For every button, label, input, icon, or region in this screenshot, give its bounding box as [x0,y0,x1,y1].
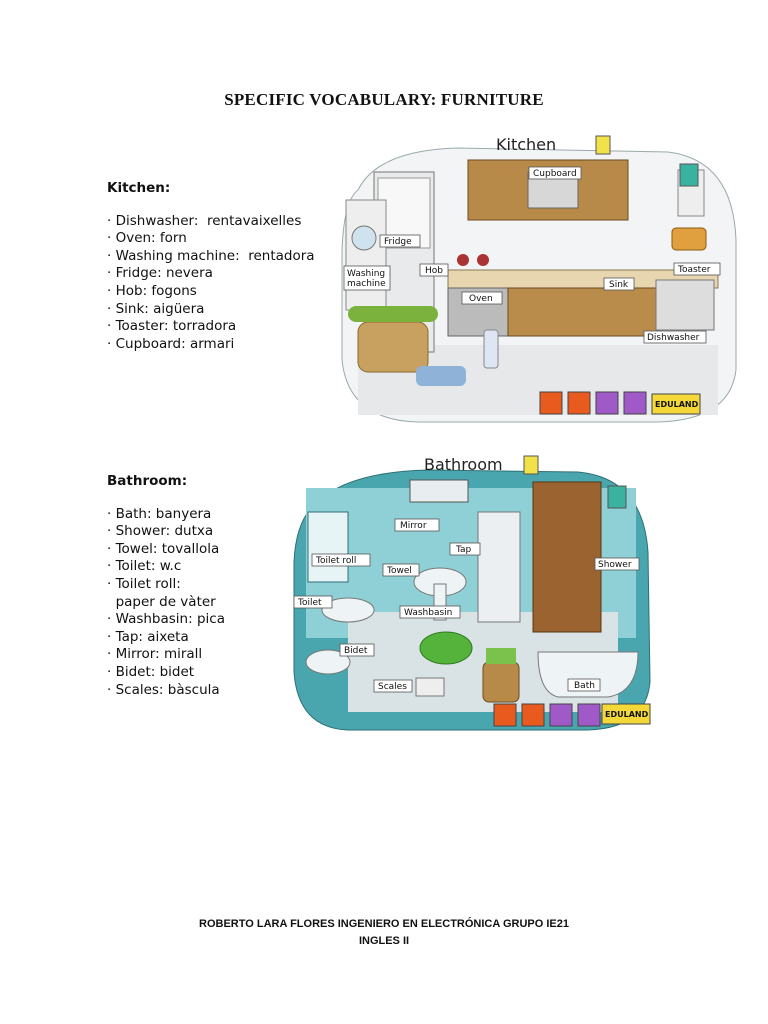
list-item: · Toaster: torradora [107,318,237,335]
kitchen-list: · Dishwasher: rentavaixelles · Oven: for… [107,213,315,354]
eduland-logo: EDULAND [655,400,699,409]
footer-course: INGLES II [358,935,410,947]
list-item: · Hob: fogons [107,282,197,299]
list-item: · Bath: banyera [107,505,212,522]
label-towel: Towel [386,566,412,576]
label-toilet: Toilet [297,598,322,608]
list-item: · Mirror: mirall [107,646,203,663]
list-item: · Towel: tovallola [107,540,220,557]
list-item: · Shower: dutxa [107,523,214,540]
label-washbasin: Washbasin [404,608,452,618]
eduland-logo: EDULAND [605,710,649,719]
magnifier-icon [623,391,647,415]
list-item: · Bidet: bidet [107,663,195,680]
label-bath: Bath [574,681,595,691]
tool-icon [567,391,591,415]
list-item: · Oven: forn [107,230,187,247]
label-washing-2: machine [347,279,386,289]
bathroom-caption: Bathroom [424,455,503,474]
footer-author: ROBERTO LARA FLORES INGENIERO EN ELECTRÓ… [199,918,569,930]
list-item: · Cupboard: armari [107,335,235,352]
kitchen-caption: Kitchen [496,135,556,154]
tool-icon [521,703,545,727]
label-dishwasher: Dishwasher [647,333,700,343]
bathroom-heading: Bathroom: [107,473,188,489]
label-bidet: Bidet [344,646,368,656]
label-scales: Scales [378,682,407,692]
label-toaster: Toaster [677,265,711,275]
label-mirror: Mirror [400,521,427,531]
label-tap: Tap [455,545,472,555]
label-sink: Sink [609,280,629,290]
list-item: · Scales: bàscula [107,681,220,698]
kitchen-vocabulary: Kitchen: · Dishwasher: rentavaixelles · … [107,180,315,353]
list-item: · Washbasin: pica [107,611,225,628]
pencil-icon [595,391,619,415]
label-toilet-roll: Toilet roll [315,556,356,566]
list-item: · Sink: aigüera [107,300,205,317]
bathroom-vocabulary: Bathroom: · Bath: banyera · Shower: dutx… [107,473,225,699]
kitchen-illustration: Kitchen Cupboard Fridge Washing machine … [341,135,737,423]
label-cupboard: Cupboard [533,169,577,179]
page-title: SPECIFIC VOCABULARY: FURNITURE [224,90,544,109]
pencil-icon [549,703,573,727]
bathroom-illustration: Bathroom Mirror Tap Toilet roll Towel Sh… [293,455,651,731]
bathroom-list: · Bath: banyera · Shower: dutxa · Towel:… [107,506,225,700]
list-item: · Tap: aixeta [107,628,189,645]
magnifier-icon [577,703,601,727]
list-item: · Toilet: w.c [107,558,182,575]
label-shower: Shower [598,560,632,570]
label-washing-1: Washing [347,269,385,279]
label-fridge: Fridge [384,237,412,247]
kitchen-heading: Kitchen: [107,180,171,196]
list-item: · Toilet roll: [107,575,181,592]
back-arrow-icon [493,703,517,727]
back-arrow-icon [539,391,563,415]
list-item: paper de vàter [107,593,216,610]
list-item: · Washing machine: rentadora [107,247,315,264]
list-item: · Fridge: nevera [107,265,213,282]
list-item: · Dishwasher: rentavaixelles [107,212,302,229]
label-oven: Oven [469,294,493,304]
label-hob: Hob [425,266,443,276]
